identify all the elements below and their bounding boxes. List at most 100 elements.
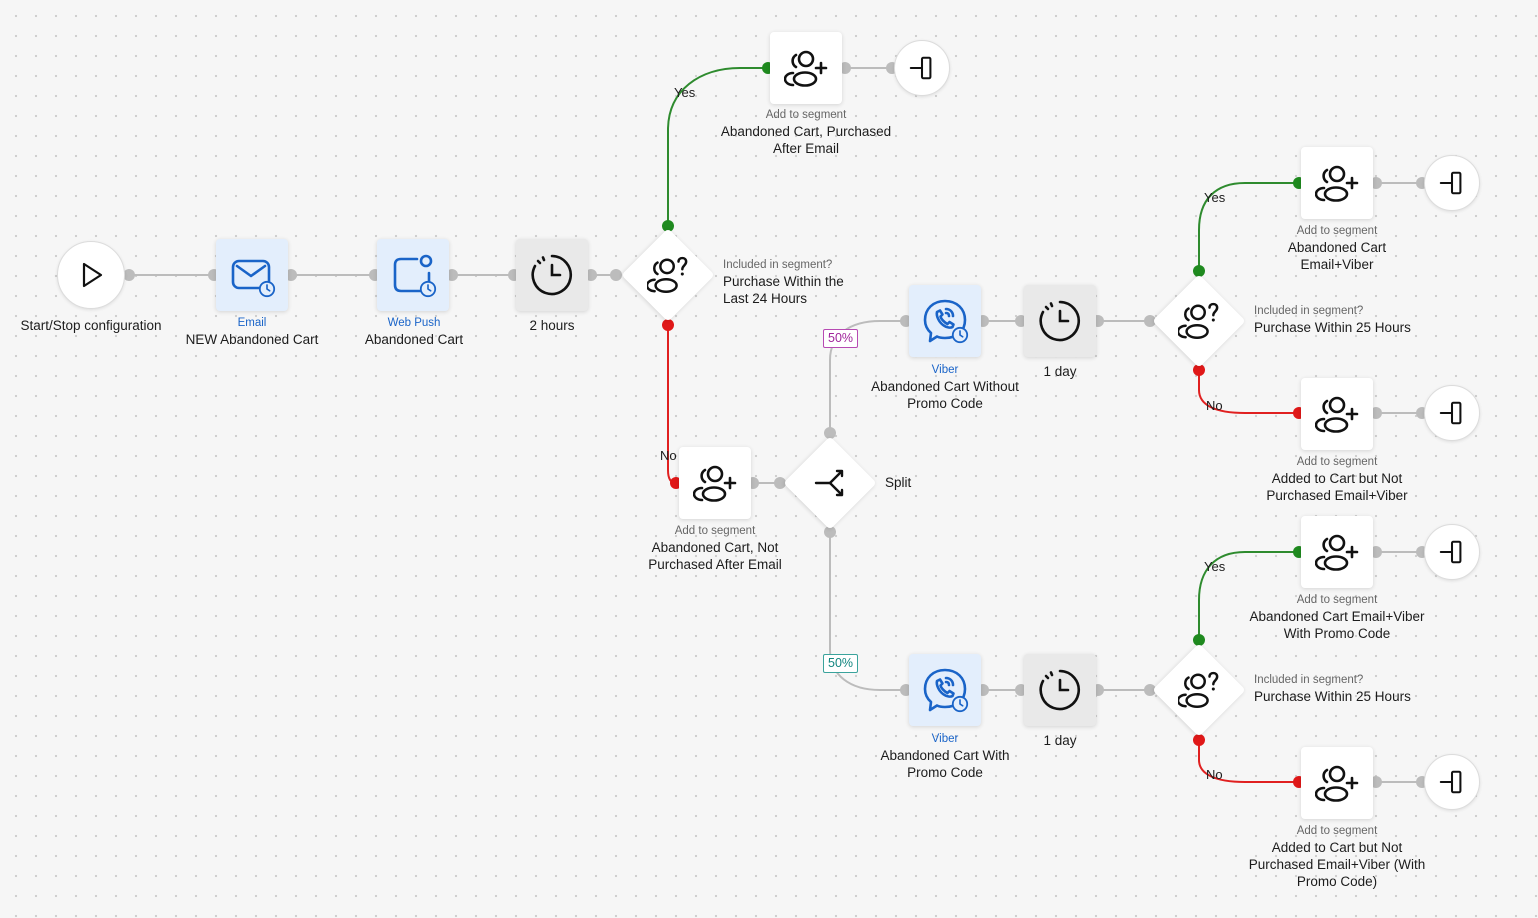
start-node[interactable]: [57, 241, 125, 309]
split-icon: [814, 469, 844, 497]
condition-caption: Included in segment?: [723, 259, 833, 271]
yes-label: Yes: [1204, 559, 1226, 574]
segment-question-icon: [1178, 669, 1220, 711]
wait-label: 2 hours: [529, 318, 575, 333]
add-segment-node[interactable]: [1301, 378, 1373, 450]
add-segment-label: Add to segment Added to Cart but Not Pur…: [1248, 825, 1426, 889]
add-segment-label: Add to segment Abandoned Cart, Purchased…: [720, 109, 892, 156]
port-dot: [1370, 546, 1382, 558]
exit-icon: [908, 54, 936, 82]
condition-node-24-hours[interactable]: [635, 242, 701, 308]
port-dot: [610, 269, 622, 281]
email-caption: Email: [237, 317, 267, 329]
wire-cond3-no: [1198, 740, 1299, 783]
condition-label: Included in segment? Purchase Within the…: [723, 258, 863, 307]
condition-node-25-hours[interactable]: [1166, 657, 1232, 723]
wire-cond3-yes: [1198, 551, 1299, 640]
exit-node[interactable]: [1424, 524, 1480, 580]
condition-label: Included in segment? Purchase Within 25 …: [1254, 674, 1411, 704]
condition-title: Purchase Within the Last 24 Hours: [723, 274, 844, 306]
port-dot-no: [1193, 734, 1205, 746]
add-segment-node[interactable]: [1301, 147, 1373, 219]
email-node[interactable]: [216, 239, 288, 311]
add-segment-icon: [1315, 530, 1359, 574]
port-dot: [1144, 315, 1156, 327]
port-dot: [446, 269, 458, 281]
port-dot-no: [1193, 364, 1205, 376]
no-label: No: [1206, 398, 1223, 413]
add-segment-icon: [784, 46, 828, 90]
exit-icon: [1438, 169, 1466, 197]
web-push-caption: Web Push: [387, 317, 441, 329]
exit-icon: [1438, 399, 1466, 427]
viber-node[interactable]: [909, 285, 981, 357]
port-dot: [1144, 684, 1156, 696]
port-dot-yes: [1193, 634, 1205, 646]
port-dot: [123, 269, 135, 281]
add-segment-label: Add to segment Added to Cart but Not Pur…: [1266, 456, 1408, 503]
port-dot: [1370, 407, 1382, 419]
wait-node-1-day[interactable]: [1024, 654, 1096, 726]
add-segment-icon: [1315, 761, 1359, 805]
add-segment-label: Add to segment Abandoned Cart Email+Vibe…: [1249, 594, 1425, 641]
add-segment-node[interactable]: [770, 32, 842, 104]
web-push-label: Web Push Abandoned Cart: [304, 316, 524, 348]
port-dot: [774, 477, 786, 489]
port-dot: [285, 269, 297, 281]
split-percent-bottom: 50%: [823, 654, 859, 673]
split-percent-top: 50%: [823, 329, 859, 348]
viber-icon: [921, 297, 969, 344]
add-segment-node[interactable]: [679, 447, 751, 519]
add-segment-node[interactable]: [1301, 516, 1373, 588]
wire-cond2-yes: [1198, 182, 1299, 271]
web-push-node[interactable]: [377, 239, 449, 311]
yes-label: Yes: [674, 85, 696, 100]
add-segment-label: Add to segment Abandoned Cart Email+Vibe…: [1287, 225, 1387, 272]
clock-icon: [1038, 299, 1082, 343]
yes-label: Yes: [1204, 190, 1226, 205]
port-dot: [839, 62, 851, 74]
viber-node[interactable]: [909, 654, 981, 726]
exit-icon: [1438, 538, 1466, 566]
no-label: No: [660, 448, 677, 463]
add-segment-label: Add to segment Abandoned Cart, Not Purch…: [648, 525, 782, 572]
web-push-icon: [393, 254, 437, 298]
condition-label: Included in segment? Purchase Within 25 …: [1254, 305, 1411, 335]
exit-node[interactable]: [894, 40, 950, 96]
port-dot: [824, 427, 836, 439]
segment-question-icon: [1178, 300, 1220, 342]
condition-node-25-hours[interactable]: [1166, 288, 1232, 354]
wire-split-bottom: [829, 532, 906, 691]
email-icon: [231, 259, 276, 298]
wait-label: 1 day: [1043, 364, 1077, 379]
split-label: Split: [885, 475, 912, 490]
port-dot-yes: [1193, 265, 1205, 277]
exit-node[interactable]: [1424, 385, 1480, 441]
split-node[interactable]: [797, 450, 863, 516]
port-dot-no: [662, 319, 674, 331]
add-segment-node[interactable]: [1301, 747, 1373, 819]
viber-label: Viber Abandoned Cart Without Promo Code: [871, 364, 1019, 411]
exit-icon: [1438, 768, 1466, 796]
play-icon: [82, 262, 103, 288]
exit-node[interactable]: [1424, 155, 1480, 211]
wait-node-2-hours[interactable]: [516, 239, 588, 311]
wait-label: 1 day: [1043, 733, 1077, 748]
wire-cond2-no: [1198, 370, 1299, 414]
port-dot: [1370, 776, 1382, 788]
add-segment-icon: [693, 461, 737, 505]
port-dot: [585, 269, 597, 281]
start-label: Start/Stop configuration: [20, 318, 162, 333]
port-dot-yes: [662, 220, 674, 232]
email-label: Email NEW Abandoned Cart: [142, 316, 362, 348]
viber-label: Viber Abandoned Cart With Promo Code: [880, 733, 1010, 780]
email-title: NEW Abandoned Cart: [185, 332, 319, 347]
exit-node[interactable]: [1424, 754, 1480, 810]
segment-question-icon: [647, 254, 689, 296]
clock-icon: [530, 253, 574, 297]
wait-node-1-day[interactable]: [1024, 285, 1096, 357]
wire-cond1-yes: [667, 67, 768, 226]
clock-icon: [1038, 668, 1082, 712]
port-dot: [824, 526, 836, 538]
no-label: No: [1206, 767, 1223, 782]
